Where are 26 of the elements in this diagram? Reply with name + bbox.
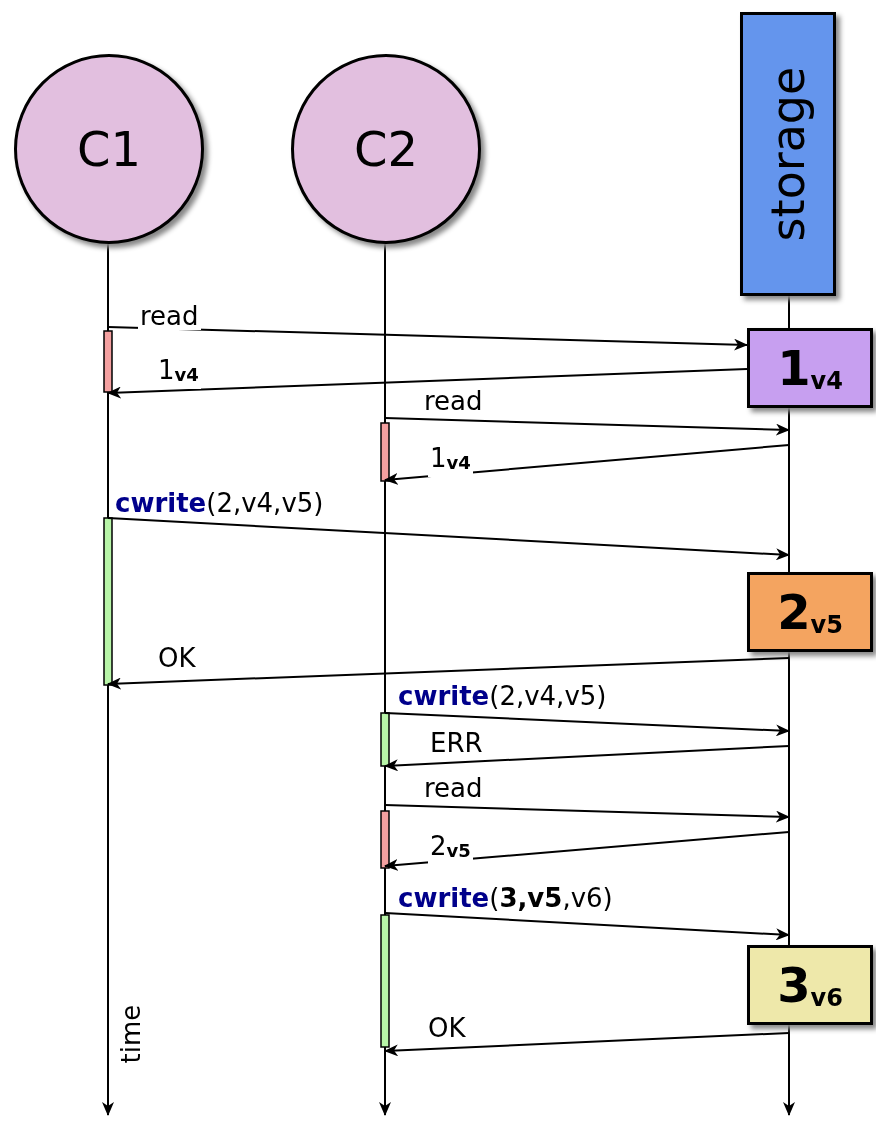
- message-arrow: [384, 804, 790, 823]
- message-arrow: [384, 712, 790, 737]
- message-arrow: [384, 831, 790, 871]
- time-axis-label: time: [117, 1003, 146, 1066]
- version-box: [747, 572, 873, 652]
- storage-box: [740, 12, 836, 296]
- message-label: 2$_{v5}$: [428, 832, 473, 865]
- participant-name: C1: [76, 121, 142, 177]
- message-label: read: [138, 302, 201, 330]
- message-arrow: [384, 1032, 790, 1057]
- message-arrow: [384, 417, 790, 436]
- message-arrow: [107, 368, 748, 399]
- participant-name: storage: [761, 66, 815, 242]
- message-arrow: [107, 657, 790, 690]
- message-arrow: [384, 912, 790, 941]
- version-label: 3$_{v6}$: [777, 957, 843, 1013]
- version-label: 2$_{v5}$: [777, 584, 843, 640]
- message-arrow: [384, 745, 790, 772]
- message-arrow: [384, 444, 790, 485]
- message-arrow: [107, 517, 790, 561]
- message-label: 1$_{v4}$: [428, 444, 473, 477]
- message-arrow: [107, 326, 748, 351]
- version-box: [747, 328, 873, 408]
- version-label: 1$_{v4}$: [777, 340, 843, 396]
- version-box: [747, 945, 873, 1025]
- participant-name: C2: [353, 121, 419, 177]
